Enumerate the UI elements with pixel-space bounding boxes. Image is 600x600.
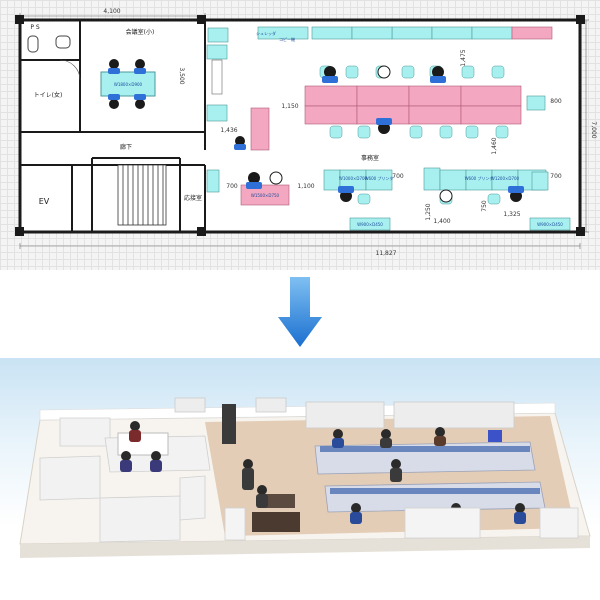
dim-1460: 1,460 — [491, 137, 498, 154]
person-icon — [377, 65, 391, 79]
cabinet-a-label: W900×D450 — [357, 222, 383, 227]
outer-wall — [18, 18, 582, 234]
person-icon — [324, 66, 336, 78]
room-label-toilet: トイレ(女) — [34, 91, 63, 99]
person-icon — [246, 182, 262, 189]
room-label-office: 事務室 — [361, 154, 379, 162]
dim-1150: 1,150 — [281, 103, 298, 110]
dim-total-width: 11,827 — [376, 250, 397, 257]
door-swing — [59, 59, 81, 81]
vertical-desk — [250, 107, 270, 151]
person-icon — [135, 99, 145, 109]
dim-1325: 1,325 — [503, 211, 520, 218]
dim-750: 750 — [481, 200, 488, 212]
staircase — [117, 164, 167, 226]
room-label-reception: 応接室 — [184, 194, 202, 202]
person-icon — [338, 186, 354, 193]
lower-desks — [323, 167, 549, 191]
dim-1400: 1,400 — [433, 218, 450, 225]
isometric-render — [0, 358, 600, 600]
person-icon — [109, 59, 119, 69]
person-icon — [134, 68, 146, 74]
slab-edge — [20, 536, 590, 558]
person-icon — [108, 68, 120, 74]
sink-fixture — [55, 35, 71, 49]
sofa — [265, 494, 295, 508]
printer-a-label: W600 プリンタ — [365, 175, 394, 181]
desk-b-label: W1200×D700 — [491, 176, 520, 181]
shredder-label: シュレッダ — [256, 30, 276, 36]
bottom-cabinet — [349, 217, 391, 231]
dim-total-depth: 7,000 — [590, 121, 597, 138]
back-storage — [174, 397, 515, 429]
room-label-ev: EV — [39, 197, 50, 206]
pillar — [197, 15, 206, 24]
people — [120, 421, 526, 524]
storage-row — [311, 26, 393, 40]
printer-b-label: W600 プリンタ — [465, 175, 494, 181]
window-shelf — [211, 59, 223, 95]
meeting-table — [100, 71, 156, 97]
wall-cabinets — [206, 44, 228, 193]
person-icon — [432, 66, 444, 78]
desk-a-label: W1000×D700 — [339, 176, 368, 181]
tall-cabinet — [222, 404, 236, 444]
person-icon — [439, 189, 453, 203]
person-icon — [376, 118, 392, 125]
dim-1475: 1,475 — [460, 49, 467, 66]
pillar — [576, 227, 585, 236]
meeting-table-label: W1800×D900 — [114, 82, 143, 87]
person-icon — [108, 94, 120, 100]
front-walls — [224, 507, 579, 541]
person-icon — [269, 171, 283, 185]
dim-700b: 700 — [392, 173, 404, 180]
left-rooms — [39, 417, 211, 543]
dim-700a: 700 — [226, 183, 238, 190]
room-label-meeting: 会議室(小) — [126, 28, 155, 36]
pink-cabinet — [511, 26, 553, 40]
dim-room-depth: 3,500 — [178, 67, 185, 84]
corner-pillar — [15, 15, 24, 24]
person-icon — [508, 186, 524, 193]
floor-plan: 4,100 11,827 7,000 P S トイレ(女) 会議室(小) W18… — [0, 0, 600, 270]
blue-chair — [488, 430, 502, 442]
person-icon — [135, 59, 145, 69]
interior-walls — [20, 20, 206, 232]
pillar — [197, 227, 206, 236]
room-label-ps: P S — [30, 24, 40, 31]
storage-row — [207, 26, 513, 43]
dim-top-width: 4,100 — [103, 8, 120, 15]
person-icon — [134, 94, 146, 100]
room-label-corridor: 廊下 — [120, 143, 132, 151]
pillar — [15, 227, 24, 236]
person-icon — [234, 144, 246, 150]
person-icon — [430, 76, 446, 83]
printer-cabinet — [526, 95, 546, 111]
desk-islands — [314, 441, 546, 513]
bottom-cabinet — [529, 217, 571, 231]
dim-800: 800 — [550, 98, 562, 105]
reception-table — [240, 184, 290, 206]
pillar — [576, 15, 585, 24]
dim-1436: 1,436 — [220, 127, 237, 134]
person-icon — [235, 136, 245, 146]
person-icon — [248, 172, 260, 184]
person-icon — [322, 76, 338, 83]
dimension-lines — [19, 13, 589, 249]
person-icon — [109, 99, 119, 109]
desk-island — [304, 85, 522, 125]
dim-1100: 1,100 — [297, 183, 314, 190]
copier-label: コピー機 — [279, 36, 295, 42]
dim-700c: 700 — [550, 173, 562, 180]
dim-1250: 1,250 — [425, 203, 432, 220]
center-table-label: W1500×D750 — [251, 193, 280, 198]
reception-table — [252, 512, 300, 532]
down-arrow-icon — [278, 277, 322, 347]
toilet-fixture — [27, 35, 39, 53]
cabinet-b-label: W900×D450 — [537, 222, 563, 227]
